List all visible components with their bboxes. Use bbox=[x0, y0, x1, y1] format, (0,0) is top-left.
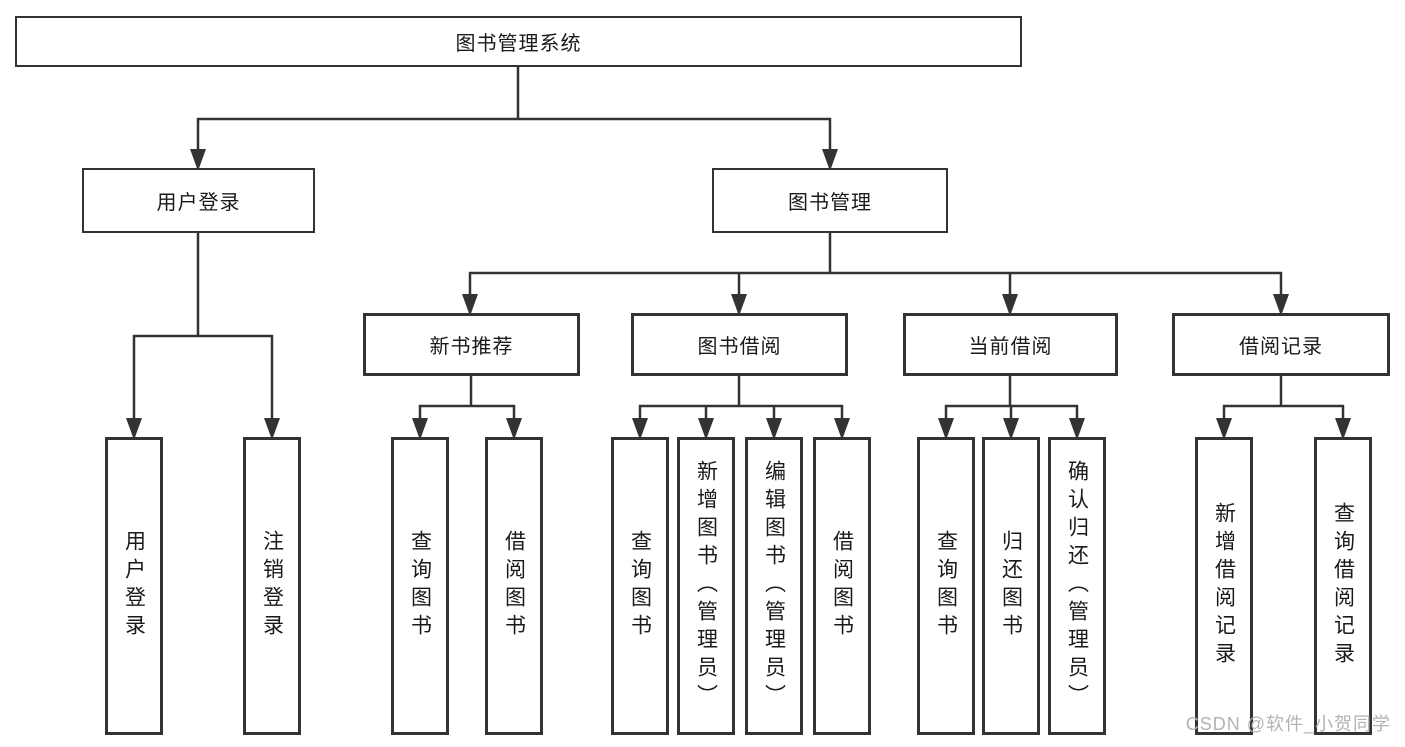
leaf-label: 新增图书（管理员） bbox=[694, 460, 718, 712]
leaf-label: 用户登录 bbox=[122, 530, 146, 642]
node-book-management: 图书管理 bbox=[712, 168, 948, 233]
leaf-edit-book-admin: 编辑图书（管理员） bbox=[745, 437, 803, 735]
node-borrowing-records: 借阅记录 bbox=[1172, 313, 1390, 376]
node-label: 图书借阅 bbox=[697, 336, 782, 358]
leaf-borrow-books: 借阅图书 bbox=[813, 437, 871, 735]
leaf-label: 确认归还（管理员） bbox=[1065, 460, 1089, 712]
leaf-label: 归还图书 bbox=[999, 530, 1023, 642]
leaf-label: 查询图书 bbox=[934, 530, 958, 642]
leaf-add-book-admin: 新增图书（管理员） bbox=[677, 437, 735, 735]
leaf-confirm-return-admin: 确认归还（管理员） bbox=[1048, 437, 1106, 735]
leaf-borrow-books-recommend: 借阅图书 bbox=[485, 437, 543, 735]
leaf-label: 查询图书 bbox=[408, 530, 432, 642]
node-user-login: 用户登录 bbox=[82, 168, 315, 233]
leaf-label: 借阅图书 bbox=[502, 530, 526, 642]
leaf-add-borrow-record: 新增借阅记录 bbox=[1195, 437, 1253, 735]
leaf-query-borrow-record: 查询借阅记录 bbox=[1314, 437, 1372, 735]
node-book-borrowing: 图书借阅 bbox=[631, 313, 848, 376]
leaf-label: 查询图书 bbox=[628, 530, 652, 642]
leaf-label: 查询借阅记录 bbox=[1331, 502, 1355, 670]
leaf-query-books-current: 查询图书 bbox=[917, 437, 975, 735]
node-root-system: 图书管理系统 bbox=[15, 16, 1022, 67]
node-label: 用户登录 bbox=[156, 192, 241, 214]
leaf-return-book: 归还图书 bbox=[982, 437, 1040, 735]
leaf-user-login: 用户登录 bbox=[105, 437, 163, 735]
node-label: 图书管理系统 bbox=[455, 33, 582, 55]
leaf-query-books-recommend: 查询图书 bbox=[391, 437, 449, 735]
node-label: 新书推荐 bbox=[429, 336, 514, 358]
leaf-query-books-borrow: 查询图书 bbox=[611, 437, 669, 735]
leaf-label: 注销登录 bbox=[260, 530, 284, 642]
node-label: 图书管理 bbox=[788, 192, 872, 214]
node-current-borrowing: 当前借阅 bbox=[903, 313, 1118, 376]
leaf-label: 借阅图书 bbox=[830, 530, 854, 642]
leaf-logout: 注销登录 bbox=[243, 437, 301, 735]
watermark: CSDN @软件_小贺同学 bbox=[1185, 714, 1391, 734]
node-label: 当前借阅 bbox=[968, 336, 1053, 358]
node-new-book-recommend: 新书推荐 bbox=[363, 313, 580, 376]
leaf-label: 新增借阅记录 bbox=[1212, 502, 1236, 670]
node-label: 借阅记录 bbox=[1239, 336, 1323, 358]
leaf-label: 编辑图书（管理员） bbox=[762, 460, 786, 712]
